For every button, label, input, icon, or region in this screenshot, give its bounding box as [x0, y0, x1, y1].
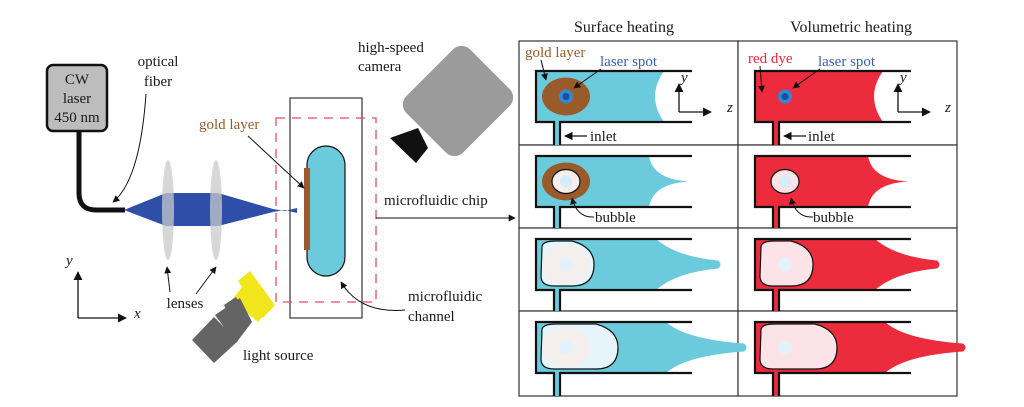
surface-heating-title: Surface heating: [574, 19, 674, 36]
volumetric-bubble-pointer: [789, 197, 814, 218]
surface-bubble-pointer: [570, 197, 595, 218]
y-axis-label: y: [64, 253, 73, 269]
volumetric-heating-title: Volumetric heating: [790, 19, 912, 36]
camera-lens: [390, 128, 428, 163]
microfluidic-channel-label-line1: microfluidic: [408, 289, 482, 305]
optical-fiber-label-line1: optical: [138, 54, 179, 70]
surface-laser-spot-faint: [559, 257, 573, 272]
laser-label-line3: 450 nm: [54, 110, 100, 126]
optical-fiber-pointer: [112, 93, 147, 203]
camera-label-line2: camera: [358, 59, 402, 75]
surface-channel-wall-top: [534, 69, 692, 145]
microfluidic-chip-label: microfluidic chip: [384, 193, 488, 209]
camera-label-line1: high-speed: [358, 40, 424, 56]
volumetric-fluid-row2: [755, 156, 908, 207]
surface-inlet-channel: [554, 207, 560, 228]
lenses-label: lenses: [167, 296, 204, 312]
surface-channel-wall-top: [534, 320, 692, 396]
panel-grid: [518, 40, 966, 397]
volumetric-channel-wall-top: [753, 154, 911, 228]
lamp-head: [215, 298, 252, 343]
volumetric-laser-spot-core: [781, 93, 789, 100]
cw-laser: CW laser 450 nm: [45, 63, 109, 133]
volumetric-laser-spot-faint: [778, 340, 792, 355]
volumetric-inlet-label: inlet: [808, 129, 835, 145]
surface-gold-layer-label: gold layer: [525, 45, 585, 61]
red-dye-label: red dye: [748, 51, 793, 67]
volumetric-bubble-large: [759, 323, 838, 370]
surface-channel-wall-bottom: [558, 288, 692, 311]
surface-gold-layer-pointer: [540, 59, 548, 81]
volumetric-bubble-label: bubble: [813, 210, 854, 226]
surface-channel-wall-bottom: [558, 205, 692, 228]
red-dye-pointer: [758, 65, 766, 93]
light-source-label: light source: [243, 348, 314, 364]
volumetric-channel-wall-top: [753, 69, 911, 145]
volumetric-axis-z-label: z: [944, 100, 951, 116]
light-source: [192, 271, 275, 363]
volumetric-laser-spot-pointer: [792, 68, 821, 89]
volumetric-channel-wall-bottom: [777, 205, 911, 228]
surface-channel-wall-bottom: [558, 120, 692, 145]
volumetric-inlet-channel: [773, 207, 779, 228]
lens-2-pointer: [195, 266, 217, 295]
volumetric-channel-wall-bottom: [777, 120, 911, 145]
surface-laser-spot-core: [562, 93, 570, 100]
laser-label-line1: CW: [65, 72, 90, 88]
volumetric-inlet-channel: [773, 373, 779, 396]
optical-fiber: [76, 131, 125, 213]
volumetric-channel-wall-top: [753, 320, 911, 396]
microfluidic-channel-label-line2: channel: [408, 309, 455, 325]
microfluidic-chip-outline: [289, 97, 363, 319]
surface-channel-wall-top: [534, 237, 692, 311]
lens-2: [210, 160, 222, 260]
surface-channel-wall-bottom: [558, 371, 692, 396]
surface-inlet-channel: [554, 290, 560, 311]
volumetric-inlet-channel: [773, 290, 779, 311]
volumetric-fluid-row1: [755, 71, 883, 122]
volumetric-bubble-core: [779, 175, 791, 188]
surface-laser-spot-label: laser spot: [600, 54, 658, 70]
surface-bubble-core: [560, 175, 572, 188]
surface-laser-spot-faint: [559, 340, 573, 355]
x-axis-label: x: [133, 306, 141, 322]
volumetric-inlet-channel: [773, 122, 779, 145]
lens-1: [162, 160, 174, 260]
light-beam-yellow: [232, 282, 272, 322]
surface-inlet-channel: [554, 373, 560, 396]
surface-axis-y-label: y: [679, 70, 688, 86]
gold-layer-pointer: [247, 135, 305, 189]
microfluidic-channel-pointer: [340, 281, 406, 311]
zoom-region-dashed: [275, 117, 377, 303]
camera-body: [402, 45, 514, 157]
surface-channel-wall-top: [534, 154, 692, 228]
surface-bubble-label: bubble: [595, 210, 636, 226]
microfluidic-channel: [306, 145, 346, 277]
volumetric-channel-wall-bottom: [777, 288, 911, 311]
optical-fiber-label-line2: fiber: [144, 74, 172, 90]
gold-layer-strip: [304, 168, 310, 250]
surface-laser-spot-pointer: [573, 68, 602, 89]
laser-label-line2: laser: [63, 91, 91, 107]
high-speed-camera: [390, 45, 514, 163]
lamp-body: [192, 317, 238, 363]
lens-1-pointer: [164, 266, 172, 293]
volumetric-channel-wall-bottom: [777, 371, 911, 396]
gold-layer-label: gold layer: [199, 117, 259, 133]
surface-axis-z-label: z: [726, 100, 733, 116]
volumetric-laser-spot-faint: [778, 257, 792, 272]
volumetric-channel-wall-top: [753, 237, 911, 311]
volumetric-laser-spot-label: laser spot: [818, 54, 876, 70]
surface-inlet-label: inlet: [590, 129, 617, 145]
surface-inlet-channel: [554, 122, 560, 145]
volumetric-axis-y-label: y: [898, 70, 907, 86]
